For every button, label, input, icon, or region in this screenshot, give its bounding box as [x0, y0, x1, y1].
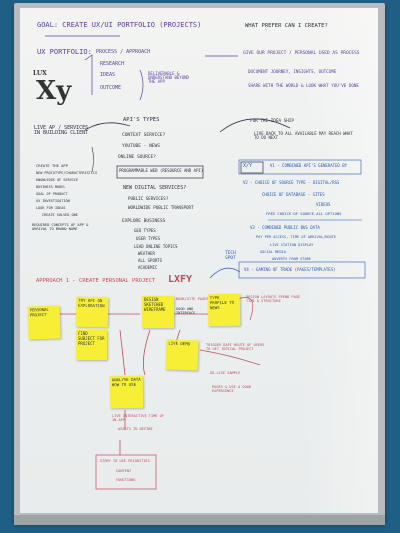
- side-note: GOOD AND INTERFACE: [176, 307, 196, 315]
- whiteboard: [20, 8, 378, 513]
- tech-spot-text: TECH SPOT: [225, 251, 236, 261]
- sticky-note: LIVE DEMO: [165, 339, 199, 371]
- what-prefer-text: WHAT PREFER CAN I CREATE?: [245, 23, 328, 29]
- v3-item: ADVERTS FROM STORE: [272, 257, 311, 261]
- api-list-item: ONLINE SOURCE?: [118, 155, 156, 160]
- flow-arrow: [119, 329, 126, 376]
- ux-list-item: RESEARCH: [100, 61, 125, 67]
- brace-line: [139, 69, 144, 101]
- sticky-text: TYPE PROFILE TO NEWS: [209, 295, 235, 310]
- bracket-line: [84, 54, 93, 95]
- xy-box: [240, 161, 264, 174]
- goal-text: GOAL: CREATE UX/UI PORTFOLIO (PROJECTS): [37, 21, 202, 29]
- bottom-red-note: ASSETS TO DEFINE: [118, 427, 153, 431]
- arrow-line: [84, 122, 131, 131]
- v3-item: V3 - COMBINED PUBLIC BUS DATA: [250, 225, 320, 230]
- logo-big-text: Xy: [36, 76, 72, 106]
- sticky-text: FIND SUBJECT FOR PROJECT: [78, 331, 105, 346]
- ux-list-item: IDEAS: [100, 72, 116, 78]
- sticky-note: ANALYSE DATA HOW TO USE: [109, 375, 144, 409]
- right-mid-line: FOR THE IDEA SHIP: [250, 119, 294, 124]
- v4-text: V4 - GAMING OF TRADE (PAGES/TEMPLATES): [244, 267, 336, 272]
- left-col-item: NEW PROTOTYPE/CHARACTERISTICS: [36, 171, 98, 175]
- explore-item: ALL SPORTS: [138, 258, 163, 263]
- flow-arrow: [199, 349, 261, 366]
- version-box: [238, 159, 362, 175]
- api-box: [116, 165, 204, 179]
- ux-portfolio-title: UX PORTFOLIO:: [37, 48, 92, 56]
- api-boxed-text: PROGRAMMABLE WEB (RESOURCE AND API): [119, 168, 204, 173]
- logo-small-text: LUX: [33, 70, 47, 77]
- explore-item: GEO TYPES: [134, 228, 156, 233]
- left-bottom-note: REQUIRED CONCEPTS OF APP & ARRIVAL TO BR…: [32, 223, 89, 231]
- ux-list-item: OUTCOME: [100, 85, 122, 91]
- explore-item: ACADEMIC: [138, 265, 158, 270]
- sticky-note: TRY API ON EXPLORATION: [75, 296, 109, 328]
- explore-item: WEATHER: [138, 251, 155, 256]
- ux-list-item: PROCESS / APPROACH: [96, 49, 151, 55]
- explore-title: EXPLORE BUSINESS: [122, 219, 166, 224]
- bottom-red-note: STORY TO USE PRIORITIES: [100, 459, 150, 463]
- left-col-item: BUSINESS MODEL: [36, 185, 66, 189]
- red-note: PAGES & USE A GOOD EXPERIENCE: [212, 385, 251, 393]
- v3-item: PAY PER ACCESS, TIME OF ARRIVAL/ROUTE: [256, 235, 337, 239]
- lxfy-text: LXFY: [168, 274, 193, 285]
- sticky-text: LIVE DEMO: [168, 340, 191, 347]
- explore-item: LEAD ONLINE TOPICS: [134, 244, 178, 249]
- api-list-item: CONTEXT SERVICE?: [122, 133, 166, 138]
- v4-box: [238, 261, 366, 279]
- left-col-item: KNOWLEDGE OF SERVICE: [36, 178, 79, 182]
- v3-item: SOCIAL MEDIA: [260, 250, 286, 254]
- sticky-note: FIND SUBJECT FOR PROJECT: [76, 330, 107, 360]
- right-top-line: DOCUMENT JOURNEY, INSIGHTS, OUTCOME: [248, 69, 337, 74]
- bottom-red-note: CONTENT: [116, 469, 132, 473]
- sticky-text: DESIGN SKETCHED WIREFRAME: [144, 297, 166, 312]
- ux-note: DELIVERABLE & UNDERSTAND BEYOND THE APP: [148, 71, 189, 85]
- sticky-text: ANALYSE DATA HOW TO USE: [111, 376, 141, 388]
- right-mid-line: LIVE BACK TO ALL AVAILABLE MAY REACH WHA…: [254, 131, 353, 141]
- red-note: GO-LIVE SAMPLE: [210, 371, 241, 375]
- v2-item: VIDEOS: [316, 202, 331, 207]
- light-glare: [300, 8, 378, 513]
- left-col-item: GOAL OF PRODUCT: [36, 192, 68, 196]
- flow-arrow: [142, 329, 151, 376]
- left-col-item: CREATE THE APP: [36, 163, 69, 168]
- left-col-item: LOOK FOR IDEAS: [36, 206, 66, 210]
- right-top-line: SHARE WITH THE WORLD & LOOK WHAT YOU'VE …: [248, 83, 359, 88]
- right-top-line: GIVE OUR PROJECT / PERSONAL USED AS PROC…: [243, 51, 360, 56]
- new-digital-item: WORLDWIDE PUBLIC TRANSPORT: [128, 205, 194, 210]
- tech-arrow: [209, 267, 241, 279]
- left-col-item: UX INVESTIGATION: [36, 199, 70, 203]
- red-note: DESIGN LAYOUTS SPEND PAGE TIME & STRUCTU…: [246, 295, 301, 303]
- sticky-text: TRY API ON EXPLORATION: [78, 297, 105, 309]
- sticky-note: DESIGN SKETCHED WIREFRAME: [142, 296, 174, 328]
- arrow-line: [219, 118, 291, 133]
- red-note: TRIGGER DAPI ROUTE OF USERS TO GET TOPIC…: [206, 343, 265, 351]
- bottom-red-note: LIVE INTERACTIVE TIME OF IN-APP: [112, 414, 164, 422]
- explore-item: USER TYPES: [136, 236, 161, 241]
- v2-item: FREE CHOICE OF SOURCE ALL OPTIONS: [266, 211, 342, 216]
- brace-line: [91, 146, 94, 173]
- left-col-item: CREATE SOLVED ONE: [42, 213, 78, 217]
- approach-title: APPROACH 1 - CREATE PERSONAL PROJECT: [36, 278, 156, 284]
- live-ap-text: LIVE AP / SERVICES IN BUILDING CLIENT: [34, 125, 89, 137]
- bottom-red-note: FUNCTIONS: [116, 478, 136, 482]
- api-list-item: YOUTUBE - NEWS: [122, 144, 160, 149]
- red-box: [95, 454, 157, 490]
- v2-item: CHOICE OF DATABASE - SITES: [262, 192, 325, 197]
- new-digital-title: NEW DIGITAL SERVICES?: [123, 185, 187, 191]
- new-digital-item: PUBLIC SERVICES?: [128, 196, 169, 201]
- marker-tray: [14, 515, 385, 525]
- v2-item: V2 - CHOICE OF SOURCE TYPE - DIGITAL/RSS: [243, 180, 340, 185]
- api-types-title: API'S TYPES: [123, 117, 160, 123]
- v1-text: V1 - COMBINED API'S GENERATED BY: [270, 163, 348, 168]
- sticky-text: PERSONAL PROJECT: [29, 306, 49, 318]
- v3-item: LIVE STATION DISPLAY: [270, 243, 314, 247]
- xy-label: X/Y: [243, 163, 253, 169]
- sticky-note: PERSONAL PROJECT: [27, 305, 61, 340]
- red-note: BOOK/SITE PAGES: [176, 297, 209, 301]
- sticky-note: TYPE PROFILE TO NEWS: [207, 293, 241, 327]
